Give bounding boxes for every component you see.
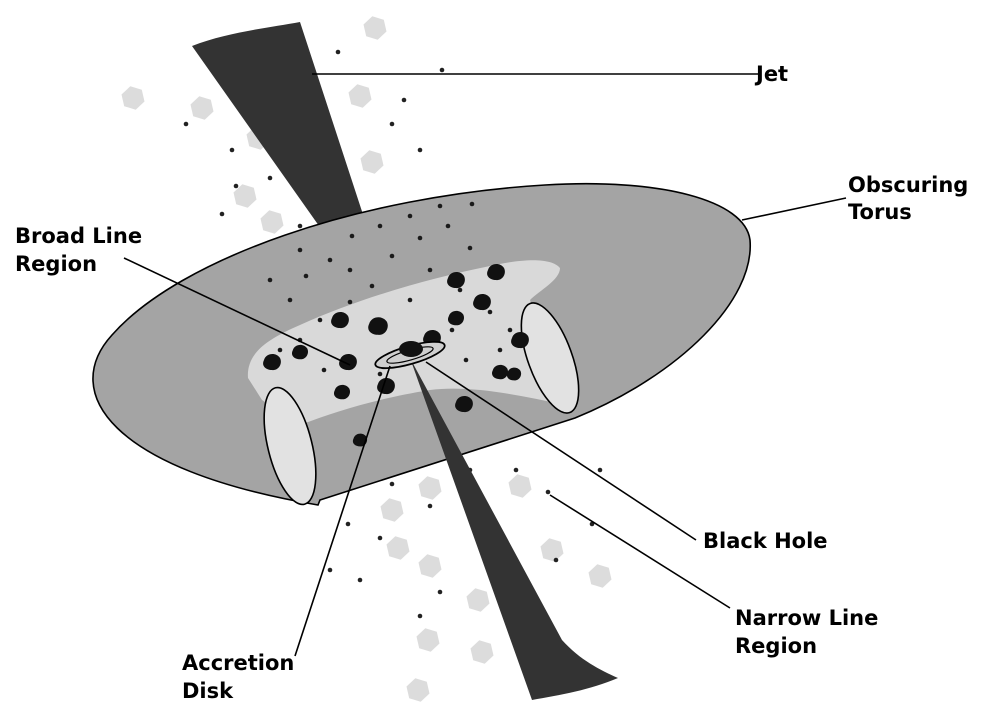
star-dot (470, 202, 475, 207)
narrow-cloud (387, 536, 410, 559)
star-dot (328, 258, 333, 263)
star-dot (488, 310, 493, 315)
star-dot (278, 348, 283, 353)
narrow-cloud (541, 538, 564, 561)
star-dot (348, 268, 353, 273)
label-black-hole: Black Hole (703, 529, 828, 553)
star-dot (554, 558, 559, 563)
star-dot (390, 482, 395, 487)
narrow-cloud (261, 210, 284, 233)
narrow-cloud (467, 588, 490, 611)
narrow-cloud (509, 474, 532, 497)
star-dot (402, 98, 407, 103)
star-dot (304, 274, 309, 279)
star-dot (428, 268, 433, 273)
star-dot (428, 504, 433, 509)
narrow-cloud (122, 86, 145, 109)
star-dot (346, 522, 351, 527)
star-dot (184, 122, 189, 127)
star-dot (328, 568, 333, 573)
label-jet: Jet (754, 62, 788, 86)
black-hole (399, 341, 423, 357)
star-dot (378, 372, 383, 377)
star-dot (514, 468, 519, 473)
label-narrow-line: Narrow Line (735, 606, 878, 630)
star-dot (418, 148, 423, 153)
star-dot (464, 358, 469, 363)
star-dot (450, 328, 455, 333)
narrow-cloud (471, 640, 494, 663)
star-dot (268, 176, 273, 181)
star-dot (438, 590, 443, 595)
star-dot (598, 468, 603, 473)
narrow-cloud (349, 84, 372, 107)
star-dot (546, 490, 551, 495)
star-dot (390, 122, 395, 127)
label-torus: Torus (848, 200, 912, 224)
narrow-cloud (364, 16, 387, 39)
star-dot (446, 224, 451, 229)
star-dot (408, 214, 413, 219)
star-dot (288, 298, 293, 303)
star-dot (298, 224, 303, 229)
star-dot (298, 248, 303, 253)
star-dot (230, 148, 235, 153)
label-broad-line: Broad Line (15, 224, 142, 248)
star-dot (408, 298, 413, 303)
narrow-cloud (381, 498, 404, 521)
narrow-cloud (191, 96, 214, 119)
star-dot (498, 348, 503, 353)
star-dot (268, 278, 273, 283)
star-dot (458, 288, 463, 293)
star-dot (370, 284, 375, 289)
narrow-cloud (417, 628, 440, 651)
star-dot (378, 536, 383, 541)
label-narrow-region: Region (735, 634, 817, 658)
narrow-cloud (361, 150, 384, 173)
star-dot (508, 328, 513, 333)
label-obscuring: Obscuring (848, 173, 968, 197)
label-accretion: Accretion (182, 651, 294, 675)
narrow-cloud (419, 554, 442, 577)
label-broad-region: Region (15, 252, 97, 276)
star-dot (350, 234, 355, 239)
star-dot (322, 368, 327, 373)
narrow-cloud (407, 678, 430, 701)
star-dot (348, 300, 353, 305)
star-dot (468, 246, 473, 251)
star-dot (336, 50, 341, 55)
star-dot (220, 212, 225, 217)
torus-leader (742, 198, 846, 220)
star-dot (234, 184, 239, 189)
narrow-cloud (419, 476, 442, 499)
star-dot (378, 224, 383, 229)
star-dot (358, 578, 363, 583)
star-dot (318, 318, 323, 323)
label-disk: Disk (182, 679, 234, 703)
star-dot (418, 614, 423, 619)
star-dot (438, 204, 443, 209)
star-dot (440, 68, 445, 73)
star-dot (418, 236, 423, 241)
narrow-cloud (589, 564, 612, 587)
star-dot (390, 254, 395, 259)
